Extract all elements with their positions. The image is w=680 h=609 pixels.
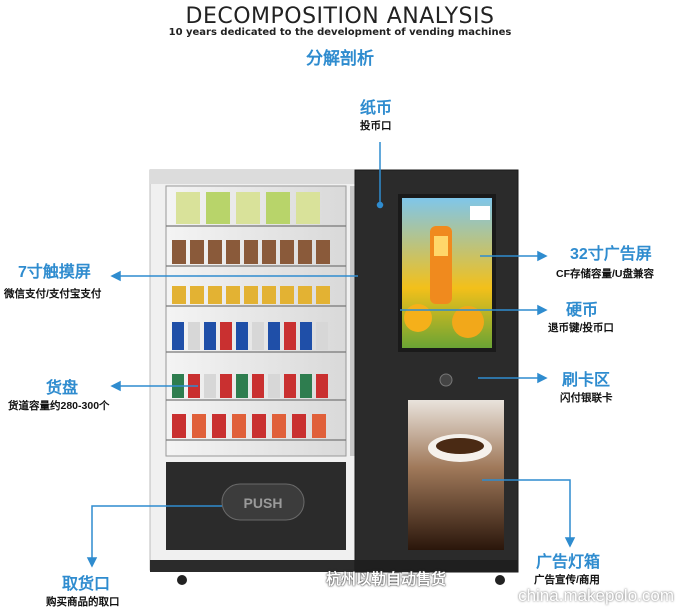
header-title-cn: 分解剖析 — [306, 49, 374, 68]
products-row-3 — [172, 286, 330, 304]
wheel-right — [495, 575, 505, 585]
pickup-title: 取货口 — [62, 576, 111, 593]
card-reader — [439, 373, 453, 387]
watermark-site: china.makepolo.com — [518, 586, 674, 605]
card-title: 刷卡区 — [562, 372, 611, 389]
touch-screen-sub: 微信支付/支付宝支付 — [4, 288, 102, 300]
products-row-2 — [172, 240, 330, 264]
control-panel — [350, 186, 358, 456]
glass-window — [165, 185, 347, 457]
header-subtitle: 10 years dedicated to the development of… — [168, 27, 512, 38]
paper-money-sub: 投币口 — [360, 120, 392, 132]
tray-title: 货盘 — [46, 380, 79, 397]
ad-brand-badge — [470, 206, 490, 220]
push-label: PUSH — [244, 495, 283, 511]
push-door — [221, 483, 305, 521]
right-base — [355, 560, 518, 572]
products-row-5 — [172, 374, 328, 398]
coin-sub: 退币键/投币口 — [548, 322, 614, 334]
ad-screen-sub: CF存储容量/U盘兼容 — [556, 268, 654, 280]
touch-screen-title: 7寸触摸屏 — [18, 264, 91, 281]
tray-sub: 货道容量约280-300个 — [8, 400, 110, 412]
left-cabinet-top — [150, 170, 355, 184]
lightbox-title: 广告灯箱 — [536, 554, 601, 571]
left-base — [150, 560, 355, 572]
product-shelves — [166, 225, 346, 441]
products-row-1 — [176, 192, 320, 224]
products-row-4 — [172, 322, 328, 350]
card-sub: 闪付银联卡 — [560, 392, 613, 404]
header-title: DECOMPOSITION ANALYSIS — [185, 4, 495, 29]
products-row-6 — [172, 414, 326, 438]
coin-title: 硬币 — [566, 302, 599, 319]
lightbox — [408, 400, 504, 550]
watermark-company: 杭州以勒自动售货 — [326, 571, 447, 588]
lightbox-sub: 广告宣传/商用 — [534, 574, 600, 586]
pickup-sub: 购买商品的取口 — [46, 596, 120, 608]
wheel-left — [177, 575, 187, 585]
paper-money-title: 纸币 — [360, 100, 393, 117]
ad-screen-title: 32寸广告屏 — [570, 246, 652, 263]
